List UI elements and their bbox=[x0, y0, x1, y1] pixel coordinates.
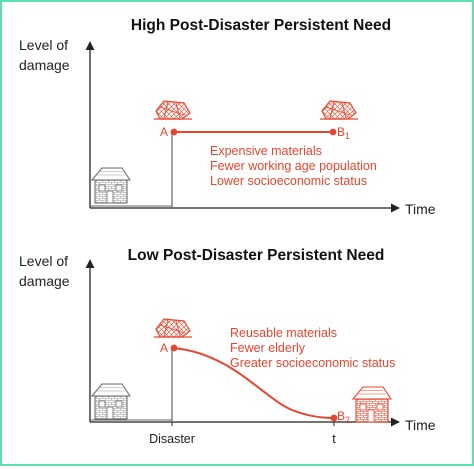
bottom-factor-3: Greater socioeconomic status bbox=[230, 356, 395, 370]
top-point-b-label: B1 bbox=[337, 125, 350, 141]
top-intact-house-icon bbox=[90, 167, 131, 204]
top-point-a bbox=[170, 128, 178, 136]
bottom-ylabel-line1: Level of bbox=[19, 253, 68, 269]
top-collapsed-house-icon-a bbox=[154, 100, 192, 120]
bottom-t-label: t bbox=[332, 432, 336, 446]
bottom-point-b-label: B2 bbox=[337, 409, 350, 425]
top-collapsed-house-icon-b1 bbox=[320, 100, 358, 120]
top-panel: High Post-Disaster Persistent Need Level… bbox=[19, 17, 436, 217]
bottom-ylabel-line2: damage bbox=[19, 273, 70, 289]
bottom-title: Low Post-Disaster Persistent Need bbox=[128, 247, 385, 264]
bottom-recovery-curve bbox=[173, 347, 335, 419]
bottom-factor-1: Reusable materials bbox=[230, 326, 337, 340]
bottom-rebuilt-house-icon bbox=[351, 386, 393, 423]
bottom-panel: Low Post-Disaster Persistent Need Level … bbox=[19, 247, 436, 446]
diagram-canvas: High Post-Disaster Persistent Need Level… bbox=[19, 17, 436, 446]
bottom-point-a-label: A bbox=[160, 341, 168, 355]
bottom-collapsed-house-icon-a bbox=[154, 318, 192, 338]
top-factor-1: Expensive materials bbox=[210, 144, 322, 158]
top-title: High Post-Disaster Persistent Need bbox=[131, 17, 391, 34]
top-point-b1 bbox=[329, 128, 337, 136]
bottom-x-label: Time bbox=[405, 417, 436, 433]
top-ylabel-line2: damage bbox=[19, 57, 70, 73]
top-factor-2: Fewer working age population bbox=[210, 159, 377, 173]
top-factor-3: Lower socioeconomic status bbox=[210, 174, 367, 188]
top-point-a-label: A bbox=[160, 125, 168, 139]
top-x-label: Time bbox=[405, 201, 436, 217]
bottom-disaster-label: Disaster bbox=[149, 432, 195, 446]
top-ylabel-line1: Level of bbox=[19, 37, 68, 53]
bottom-factor-2: Fewer elderly bbox=[230, 341, 306, 355]
bottom-intact-house-icon bbox=[90, 383, 131, 420]
bottom-point-b2 bbox=[330, 414, 338, 422]
bottom-point-a bbox=[170, 344, 178, 352]
